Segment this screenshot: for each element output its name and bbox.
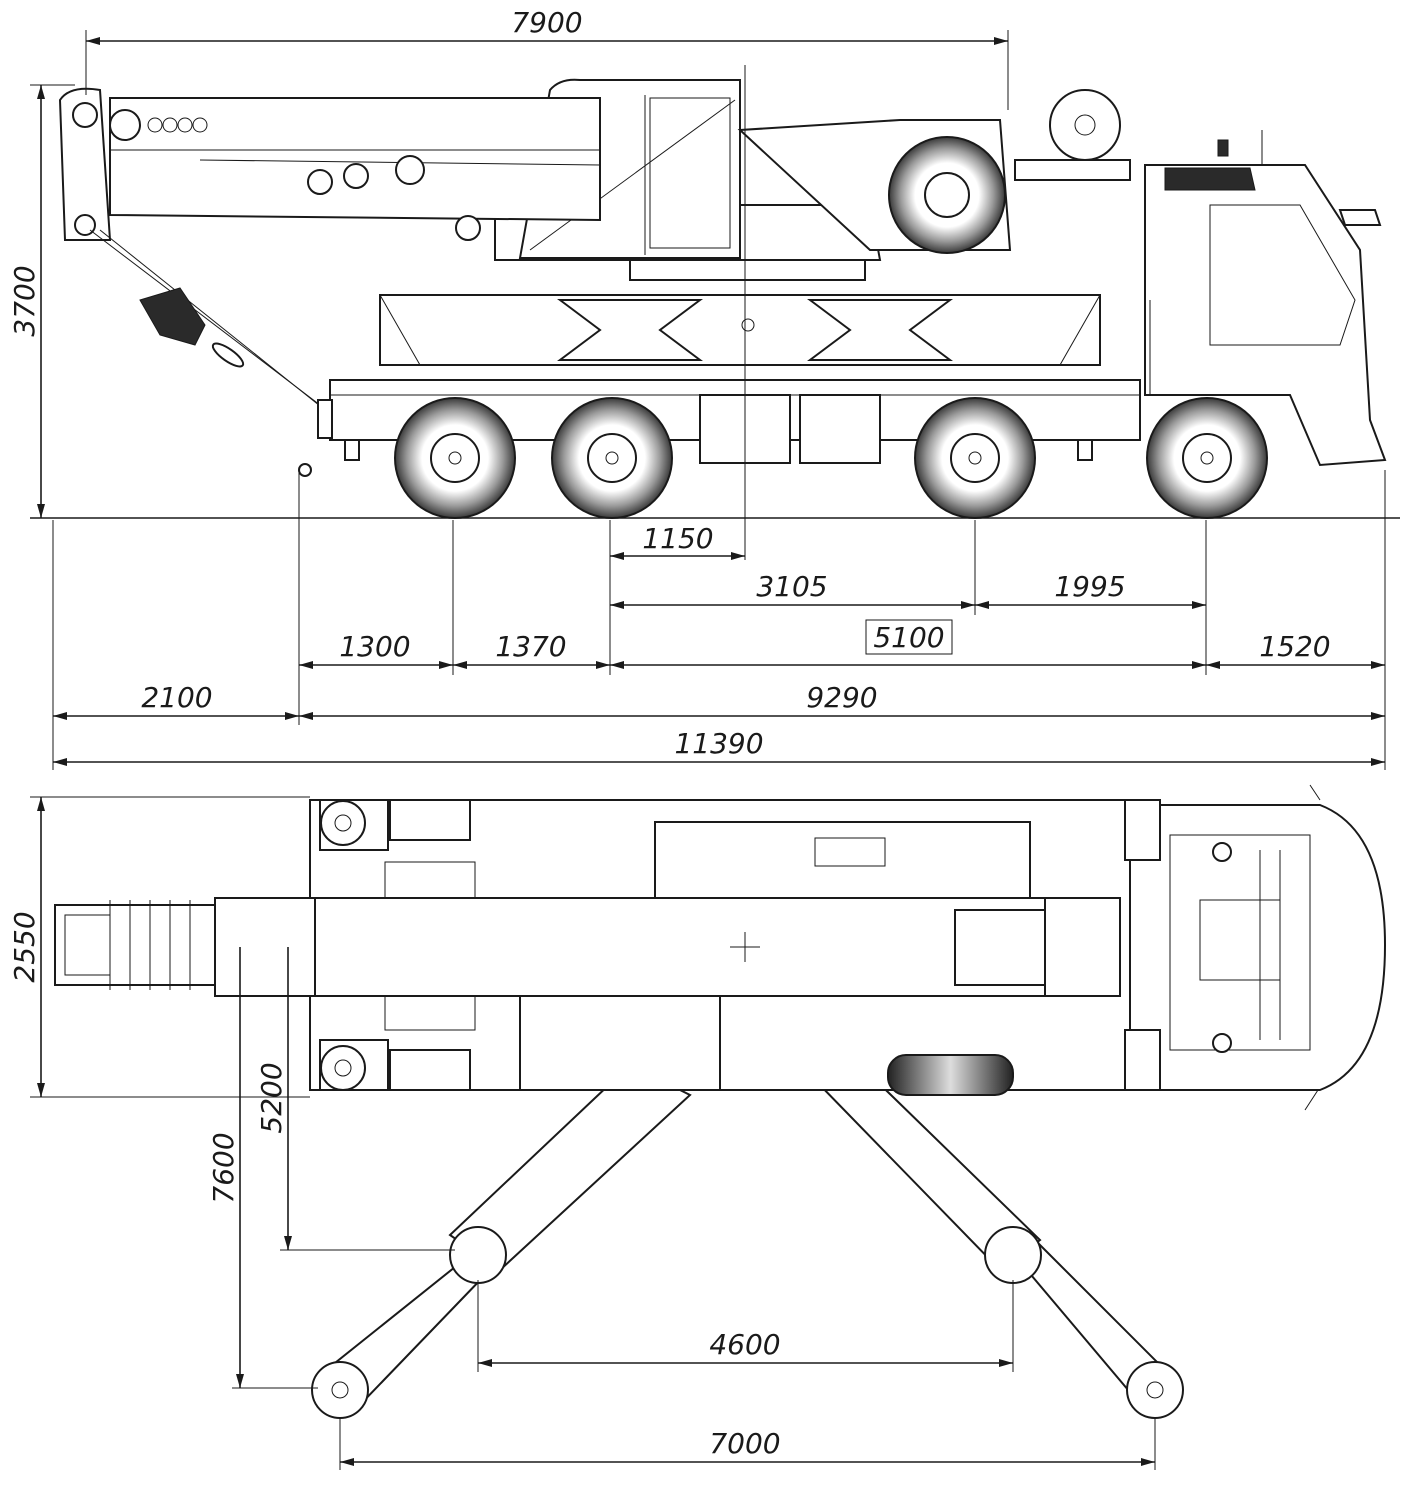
chassis (329, 294, 1141, 464)
dim-outrigger-outer-long-label: 7600 (207, 1132, 240, 1203)
dim-wheel-to-slew-label: 1150 (642, 522, 713, 555)
dim-outrigger-inner-lat: 4600 (477, 1280, 1014, 1372)
dim-front-overhang-label: 1520 (1259, 630, 1330, 663)
dim-front-overhang: 1520 (1206, 630, 1385, 669)
dim-wheel-to-slew: 1150 (610, 522, 745, 560)
dim-axle-3-4-label: 1995 (1054, 570, 1125, 603)
dim-chassis-length-label: 9290 (806, 681, 877, 714)
dim-overall-length-label: 11390 (674, 727, 763, 760)
dim-overall-width: 2550 (8, 796, 310, 1098)
dim-outrigger-inner-long: 5200 (255, 947, 455, 1251)
top-view: 2550 5200 7600 4600 (8, 784, 1387, 1470)
dim-axle-1-2-label: 1370 (495, 630, 566, 663)
dim-overall-length: 11390 (53, 727, 1385, 766)
dim-wheelbase: 5100 (610, 619, 1206, 669)
outrigger-right (811, 1049, 1184, 1419)
dim-axle-1-2: 1370 (453, 630, 610, 669)
dim-axle-2-3-label: 3105 (756, 570, 827, 603)
dim-boom-reach-label: 7900 (511, 6, 582, 39)
wheel-axle-4 (1146, 397, 1268, 519)
spare-wheel-top (887, 1054, 1014, 1096)
dim-wheelbase-label: 5100 (873, 621, 944, 654)
dim-axle-2-3: 3105 (610, 570, 975, 609)
dim-outrigger-outer-lat: 7000 (339, 1418, 1156, 1470)
spare-wheel-side (888, 136, 1006, 254)
dim-rear-overhang: 1300 (299, 630, 453, 669)
boom (58, 87, 1131, 477)
side-view: 7900 3700 1150 3105 (8, 6, 1400, 770)
dim-outrigger-inner-long-label: 5200 (255, 1062, 288, 1133)
dim-boom-overhang-label: 2100 (141, 681, 212, 714)
dim-overall-height: 3700 (8, 84, 75, 518)
truck-cab (1144, 130, 1387, 467)
wheel-axle-3 (914, 397, 1036, 519)
dim-rear-overhang-label: 1300 (339, 630, 410, 663)
wheel-axle-1 (394, 397, 516, 519)
dim-outrigger-outer-long: 7600 (207, 947, 318, 1389)
dim-outrigger-inner-lat-label: 4600 (709, 1328, 780, 1361)
wheel-axle-2 (551, 397, 673, 519)
dim-outrigger-outer-lat-label: 7000 (709, 1427, 780, 1460)
dim-overall-width-label: 2550 (8, 911, 41, 982)
dim-axle-3-4: 1995 (975, 570, 1206, 609)
cab-top (1124, 784, 1387, 1111)
dim-chassis-length: 9290 (299, 681, 1385, 720)
boom-top (54, 897, 1121, 997)
dim-overall-height-label: 3700 (8, 265, 41, 336)
dim-boom-overhang: 2100 (53, 681, 299, 720)
dim-boom-reach: 7900 (85, 6, 1009, 110)
